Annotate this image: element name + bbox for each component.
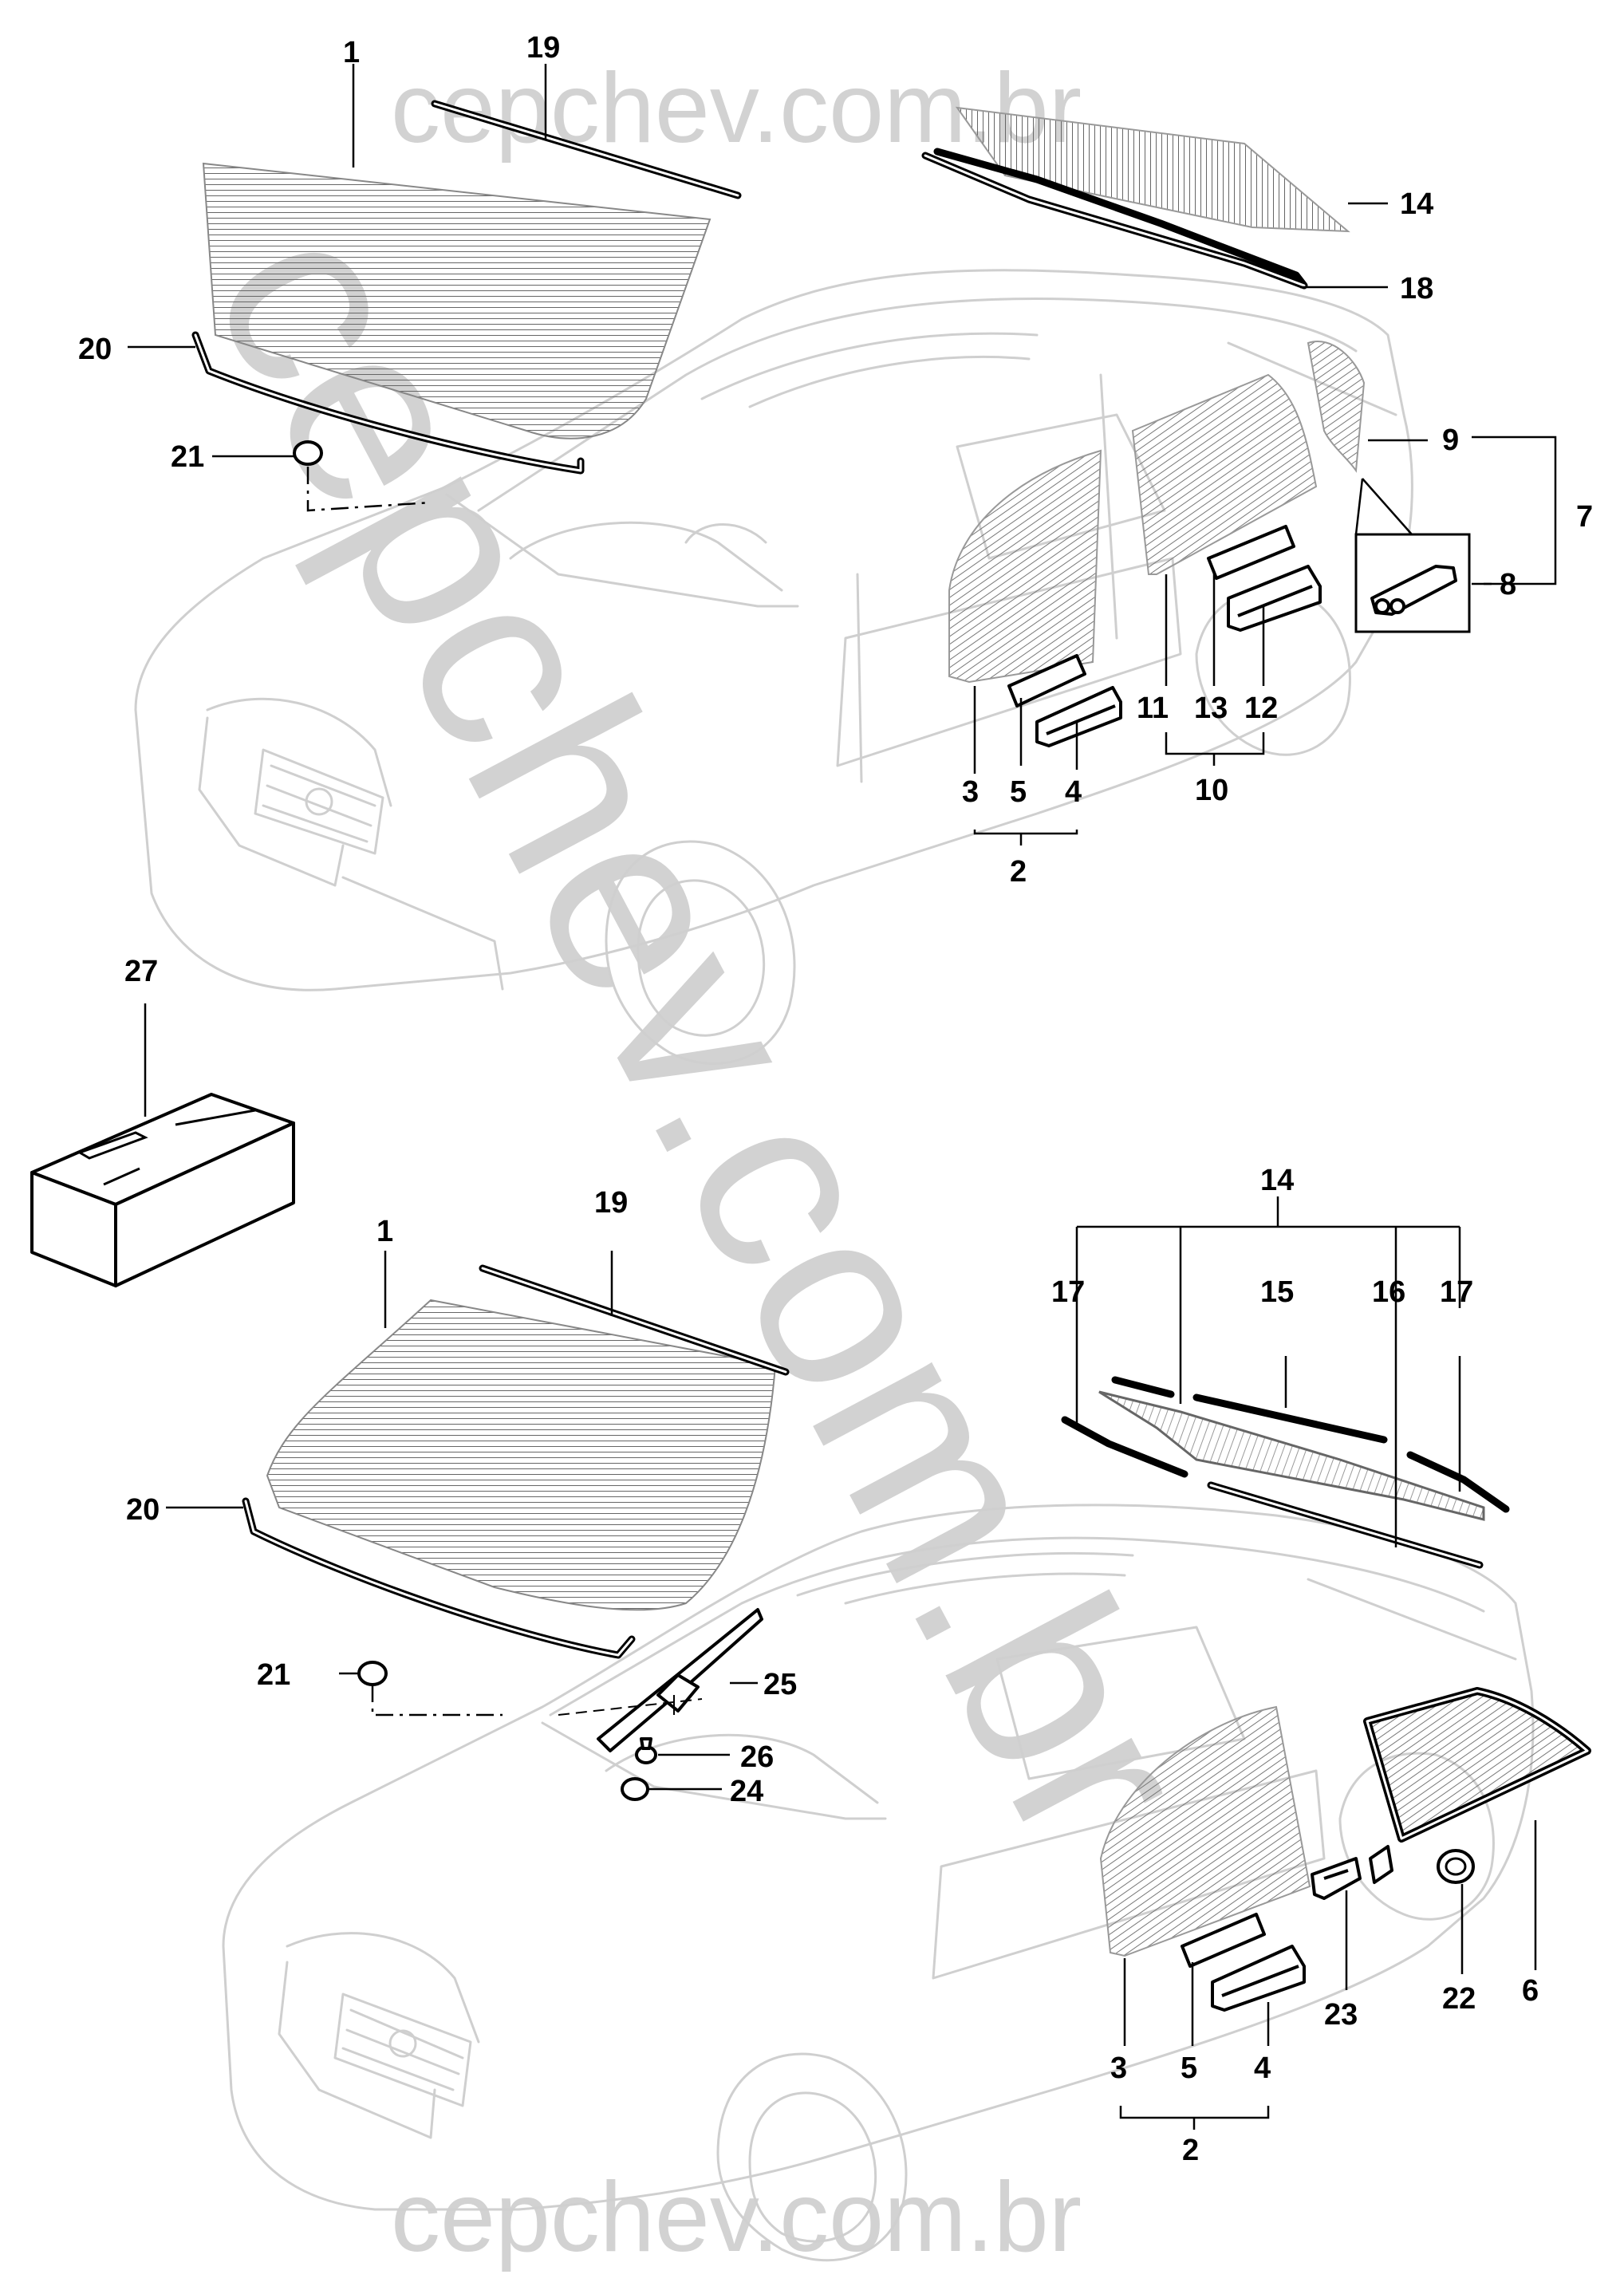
label-upper-20: 20 <box>78 333 112 366</box>
clip-23 <box>1311 1857 1362 1900</box>
channel-8-part <box>1370 565 1457 616</box>
label-upper-11: 11 <box>1137 692 1169 725</box>
quarter-glass-lower <box>1363 1687 1591 1884</box>
label-upper-13: 13 <box>1194 692 1228 725</box>
label-lower-3: 3 <box>1110 2052 1127 2085</box>
label-upper-14: 14 <box>1400 187 1433 221</box>
label-upper-2: 2 <box>1010 855 1027 889</box>
watermark-top: cepchev.com.br <box>391 53 1082 164</box>
label-upper-12: 12 <box>1244 692 1278 725</box>
wiper-nut <box>635 1737 657 1764</box>
wiper-arm <box>558 1608 763 1752</box>
upper-leaders <box>128 64 1557 845</box>
rear-door-glass-upper <box>1131 373 1318 575</box>
label-lower-14: 14 <box>1260 1164 1294 1197</box>
clip-upper <box>293 440 323 466</box>
door-glass-lower <box>1099 1705 1311 1957</box>
label-lower-26: 26 <box>740 1740 774 1774</box>
label-upper-5: 5 <box>1010 775 1027 809</box>
label-lower-19: 19 <box>594 1186 628 1220</box>
watermark-diagonal: cepchev.com.br <box>158 179 1248 1887</box>
label-upper-9: 9 <box>1442 424 1459 457</box>
rear-glass-lower <box>1098 1390 1485 1521</box>
label-upper-1: 1 <box>343 36 360 69</box>
lower-car-outline <box>222 1504 1535 2262</box>
rear-moulding-15b <box>1192 1393 1388 1444</box>
label-lower-23: 23 <box>1324 1998 1358 2032</box>
label-upper-18: 18 <box>1400 272 1433 305</box>
label-lower-20: 20 <box>126 1493 160 1527</box>
label-lower-2: 2 <box>1182 2134 1199 2167</box>
label-upper-10: 10 <box>1195 774 1228 807</box>
label-upper-19: 19 <box>526 31 560 65</box>
rear-door-channels-upper <box>1207 525 1322 632</box>
label-lower-16: 16 <box>1372 1275 1405 1309</box>
label-lower-17b: 17 <box>1440 1275 1473 1309</box>
rear-moulding-15a <box>1111 1376 1175 1398</box>
rear-glass-upper <box>955 106 1350 233</box>
grommet-22 <box>1437 1849 1475 1884</box>
label-lower-24: 24 <box>730 1775 763 1808</box>
clip-upper-dash <box>306 467 432 512</box>
door-channels-lower <box>1181 1913 1306 2012</box>
label-kit-27: 27 <box>124 955 158 988</box>
label-upper-8: 8 <box>1500 568 1516 601</box>
quarter-glass-upper <box>1307 341 1366 473</box>
label-lower-25: 25 <box>763 1668 797 1701</box>
front-door-glass-upper <box>948 449 1102 684</box>
rear-moulding-17b <box>1406 1451 1510 1513</box>
label-lower-6: 6 <box>1522 1974 1539 2008</box>
label-lower-1: 1 <box>376 1215 393 1248</box>
windshield-glass-lower <box>266 1299 777 1611</box>
label-lower-5: 5 <box>1181 2052 1197 2085</box>
label-upper-21: 21 <box>171 440 204 474</box>
label-lower-17a: 17 <box>1051 1275 1085 1309</box>
wiper-cap <box>621 1777 649 1801</box>
rear-moulding-17a <box>1061 1416 1188 1478</box>
clip-lower <box>357 1661 388 1686</box>
label-lower-4: 4 <box>1254 2052 1271 2085</box>
clip-lower-dash <box>371 1685 503 1717</box>
label-lower-22: 22 <box>1442 1982 1476 2016</box>
front-door-channels-upper <box>1007 654 1122 747</box>
label-upper-3: 3 <box>962 775 979 809</box>
label-lower-21: 21 <box>257 1658 290 1692</box>
kit-box <box>30 1093 295 1287</box>
label-lower-15: 15 <box>1260 1275 1294 1309</box>
quarter-to-channel-leaders <box>1354 478 1413 535</box>
lower-leaders <box>166 1196 1537 2130</box>
label-upper-7: 7 <box>1576 500 1593 534</box>
label-upper-4: 4 <box>1065 775 1082 809</box>
windshield-glass-upper <box>202 162 711 439</box>
